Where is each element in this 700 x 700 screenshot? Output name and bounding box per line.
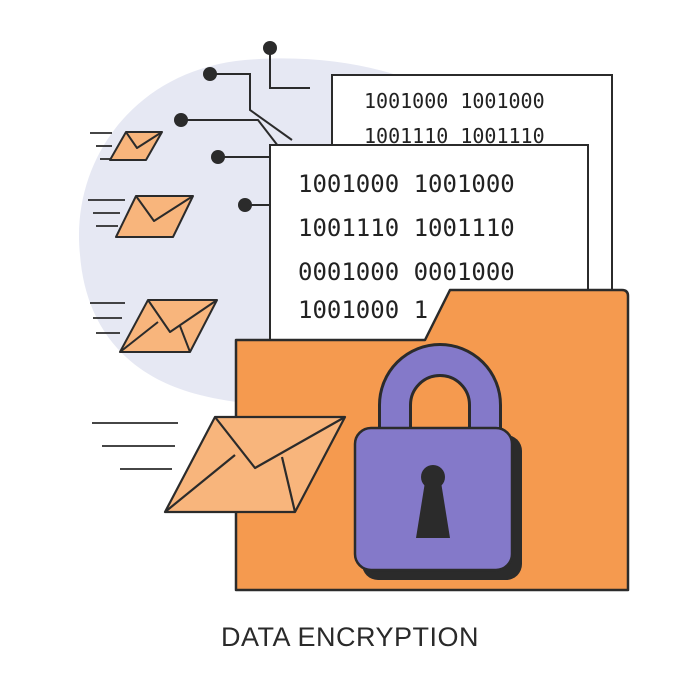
- circuit-node: [238, 198, 252, 212]
- padlock-icon: [353, 343, 522, 580]
- envelope-icon: [109, 131, 163, 161]
- front-doc-line: 1001110 1001110: [298, 214, 515, 242]
- circuit-node: [174, 113, 188, 127]
- front-doc-line: 1001000 1001000: [298, 170, 515, 198]
- envelope-icon: [119, 299, 218, 353]
- page-title: DATA ENCRYPTION: [220, 622, 480, 652]
- circuit-nodes: [174, 41, 277, 212]
- circuit-node: [203, 67, 217, 81]
- speed-lines: [88, 132, 178, 470]
- keyhole-icon: [416, 465, 450, 538]
- envelope-icon: [163, 415, 347, 514]
- front-doc-line: 0001000 0001000: [298, 258, 515, 286]
- back-doc-line: 1001000 1001000: [364, 89, 545, 113]
- envelope-icon: [115, 195, 194, 238]
- front-doc-line: 1001000 1: [298, 296, 428, 324]
- circuit-node: [263, 41, 277, 55]
- circuit-lines: [181, 48, 310, 206]
- circuit-node: [211, 150, 225, 164]
